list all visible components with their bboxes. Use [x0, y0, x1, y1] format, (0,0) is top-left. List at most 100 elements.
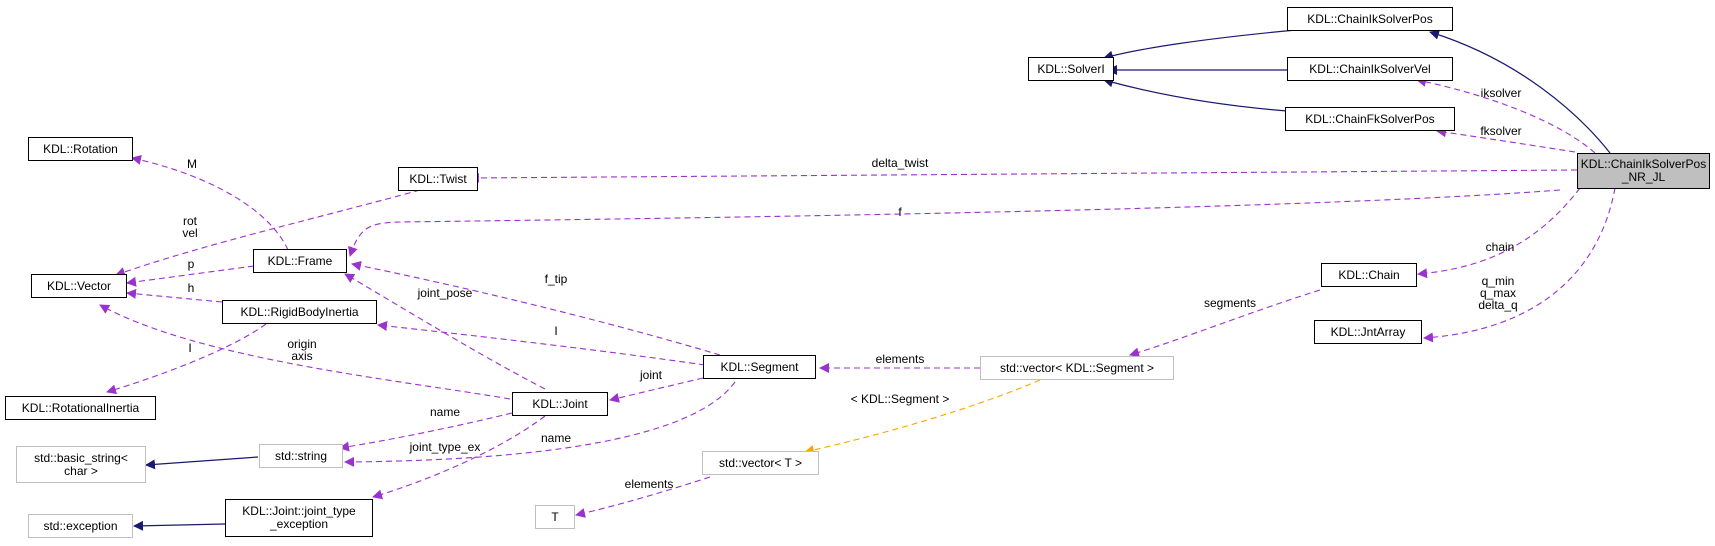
node-joint[interactable]: KDL::Joint [512, 392, 608, 416]
node-label: KDL::RotationalInertia [21, 400, 140, 415]
node-label: KDL::Segment [720, 359, 799, 374]
node-label: T [551, 509, 559, 524]
edge-joint-uses-jtexc [372, 415, 546, 500]
edge-label-joint-pose: joint_pose [417, 286, 473, 300]
node-label: KDL::RigidBodyInertia [240, 304, 359, 319]
edge-segment-uses-frame [351, 260, 721, 356]
node-rotationalinertia[interactable]: KDL::RotationalInertia [5, 396, 156, 420]
node-label: std::vector< T > [719, 455, 802, 470]
node-jntarray[interactable]: KDL::JntArray [1314, 320, 1422, 344]
edge-main-uses-frame [348, 189, 1561, 257]
node-vector[interactable]: KDL::Vector [31, 274, 127, 298]
edge-frame-uses-rotation [131, 155, 289, 251]
node-chainiksolverpos-nr-jl: KDL::ChainIkSolverPos _NR_JL [1577, 153, 1710, 189]
edge-label-elements-t: elements [624, 477, 674, 491]
edge-label-f-tip: f_tip [544, 272, 568, 286]
edge-label-p: p [187, 257, 195, 271]
node-label: KDL::ChainIkSolverVel [1309, 61, 1431, 76]
node-frame[interactable]: KDL::Frame [253, 249, 347, 273]
node-label-line1: KDL::Joint::joint_type [242, 504, 356, 518]
node-std-vector-segment[interactable]: std::vector< KDL::Segment > [980, 356, 1174, 380]
node-t[interactable]: T [535, 505, 575, 529]
edge-label-m: M [187, 157, 197, 171]
edge-label-name-joint: name [429, 405, 461, 419]
edge-segment-uses-string [344, 381, 736, 467]
node-label: KDL::Chain [1338, 267, 1400, 282]
node-label: KDL::SolverI [1037, 61, 1105, 76]
edge-label-qlimits: q_min q_max delta_q [1478, 275, 1517, 311]
edge-main-inherits-ikpos [1429, 29, 1611, 154]
edge-rbi-uses-vector [126, 288, 223, 303]
edge-segment-uses-rbi [377, 321, 706, 366]
edge-label-segments: segments [1203, 296, 1257, 310]
edge-jtexc-inherits-exception [133, 520, 226, 531]
edge-joint-uses-vector [99, 304, 511, 400]
node-label-line2: char > [64, 463, 98, 478]
edge-label-joint-type-ex: joint_type_ex [409, 440, 481, 454]
node-label: KDL::Vector [46, 278, 112, 293]
node-label: KDL::Twist [409, 171, 467, 186]
node-rigidbodyinertia[interactable]: KDL::RigidBodyInertia [222, 300, 377, 324]
node-label: KDL::Frame [267, 253, 333, 268]
node-joint-type-exception[interactable]: KDL::Joint::joint_type _exception [225, 499, 373, 537]
node-std-string[interactable]: std::string [259, 444, 343, 468]
node-label: std::exception [43, 518, 118, 533]
node-label: std::vector< KDL::Segment > [999, 360, 1155, 375]
node-label-line2: _NR_JL [1621, 170, 1666, 184]
node-rotation[interactable]: KDL::Rotation [28, 137, 133, 161]
edge-label-template-arg: < KDL::Segment > [850, 392, 950, 406]
edge-vecseg-instantiates-vect [804, 379, 1041, 455]
edge-label-iksolver: iksolver [1480, 86, 1522, 100]
node-chainfksolverpos[interactable]: KDL::ChainFkSolverPos [1285, 107, 1455, 131]
edge-label-chain: chain [1485, 240, 1515, 254]
edge-label-rot: rot [182, 214, 197, 228]
edge-label-q-min: q_min [1481, 274, 1515, 288]
edge-string-inherits-basicstr [145, 456, 259, 470]
edge-label-vel: vel [182, 226, 198, 240]
edge-label-origin: origin [287, 337, 317, 351]
edge-label-i-seg: I [554, 324, 558, 338]
edge-label-delta-q: delta_q [1478, 298, 1518, 312]
edge-label-f: f [898, 205, 902, 219]
node-chainiksolvervel[interactable]: KDL::ChainIkSolverVel [1287, 57, 1453, 81]
node-chainiksolverpos[interactable]: KDL::ChainIkSolverPos [1287, 7, 1453, 31]
edge-rbi-uses-rotinertia [106, 323, 267, 395]
edge-chain-uses-vecseg [1129, 289, 1321, 358]
edge-fkpos-inherits-solveri [1103, 77, 1288, 112]
edge-label-fksolver: fksolver [1480, 124, 1522, 138]
node-std-exception[interactable]: std::exception [28, 514, 133, 538]
node-solveri[interactable]: KDL::SolverI [1028, 57, 1114, 81]
edge-label-i-rbi: I [188, 341, 192, 355]
node-label: KDL::Joint [532, 396, 588, 411]
node-std-vector-t[interactable]: std::vector< T > [702, 451, 819, 475]
edge-label-rot-vel: rot vel [182, 215, 197, 239]
node-label: std::string [274, 448, 328, 463]
edge-label-origin-axis: origin axis [287, 338, 316, 362]
edge-joint-uses-string [339, 412, 513, 452]
edge-main-uses-chain [1417, 187, 1581, 279]
edge-vect-uses-T [575, 476, 711, 518]
edge-label-delta-twist: delta_twist [871, 156, 929, 170]
node-label-line1: std::basic_string< [34, 450, 128, 465]
edge-label-joint: joint [639, 368, 663, 382]
node-twist[interactable]: KDL::Twist [398, 167, 478, 191]
node-chain[interactable]: KDL::Chain [1321, 263, 1417, 287]
edge-label-elements-seg: elements [875, 352, 925, 366]
node-segment[interactable]: KDL::Segment [703, 355, 816, 379]
edge-label-q-max: q_max [1479, 286, 1517, 300]
node-label: KDL::JntArray [1330, 324, 1406, 339]
edge-main-uses-jntarray [1423, 187, 1616, 343]
edge-ikpos-inherits-solveri [1103, 29, 1297, 61]
node-label: KDL::ChainFkSolverPos [1305, 111, 1435, 126]
edge-frame-uses-vector [126, 265, 255, 287]
edge-segment-uses-joint [609, 377, 704, 403]
edge-label-axis: axis [291, 349, 313, 363]
edge-main-uses-twist [469, 169, 1578, 183]
edge-label-h: h [187, 281, 195, 295]
node-std-basic-string[interactable]: std::basic_string< char > [16, 446, 146, 483]
node-label-line2: _exception [269, 517, 329, 531]
node-label: KDL::ChainIkSolverPos [1307, 11, 1433, 26]
edge-main-uses-fkpos [1436, 127, 1576, 153]
node-label: KDL::Rotation [43, 141, 118, 156]
